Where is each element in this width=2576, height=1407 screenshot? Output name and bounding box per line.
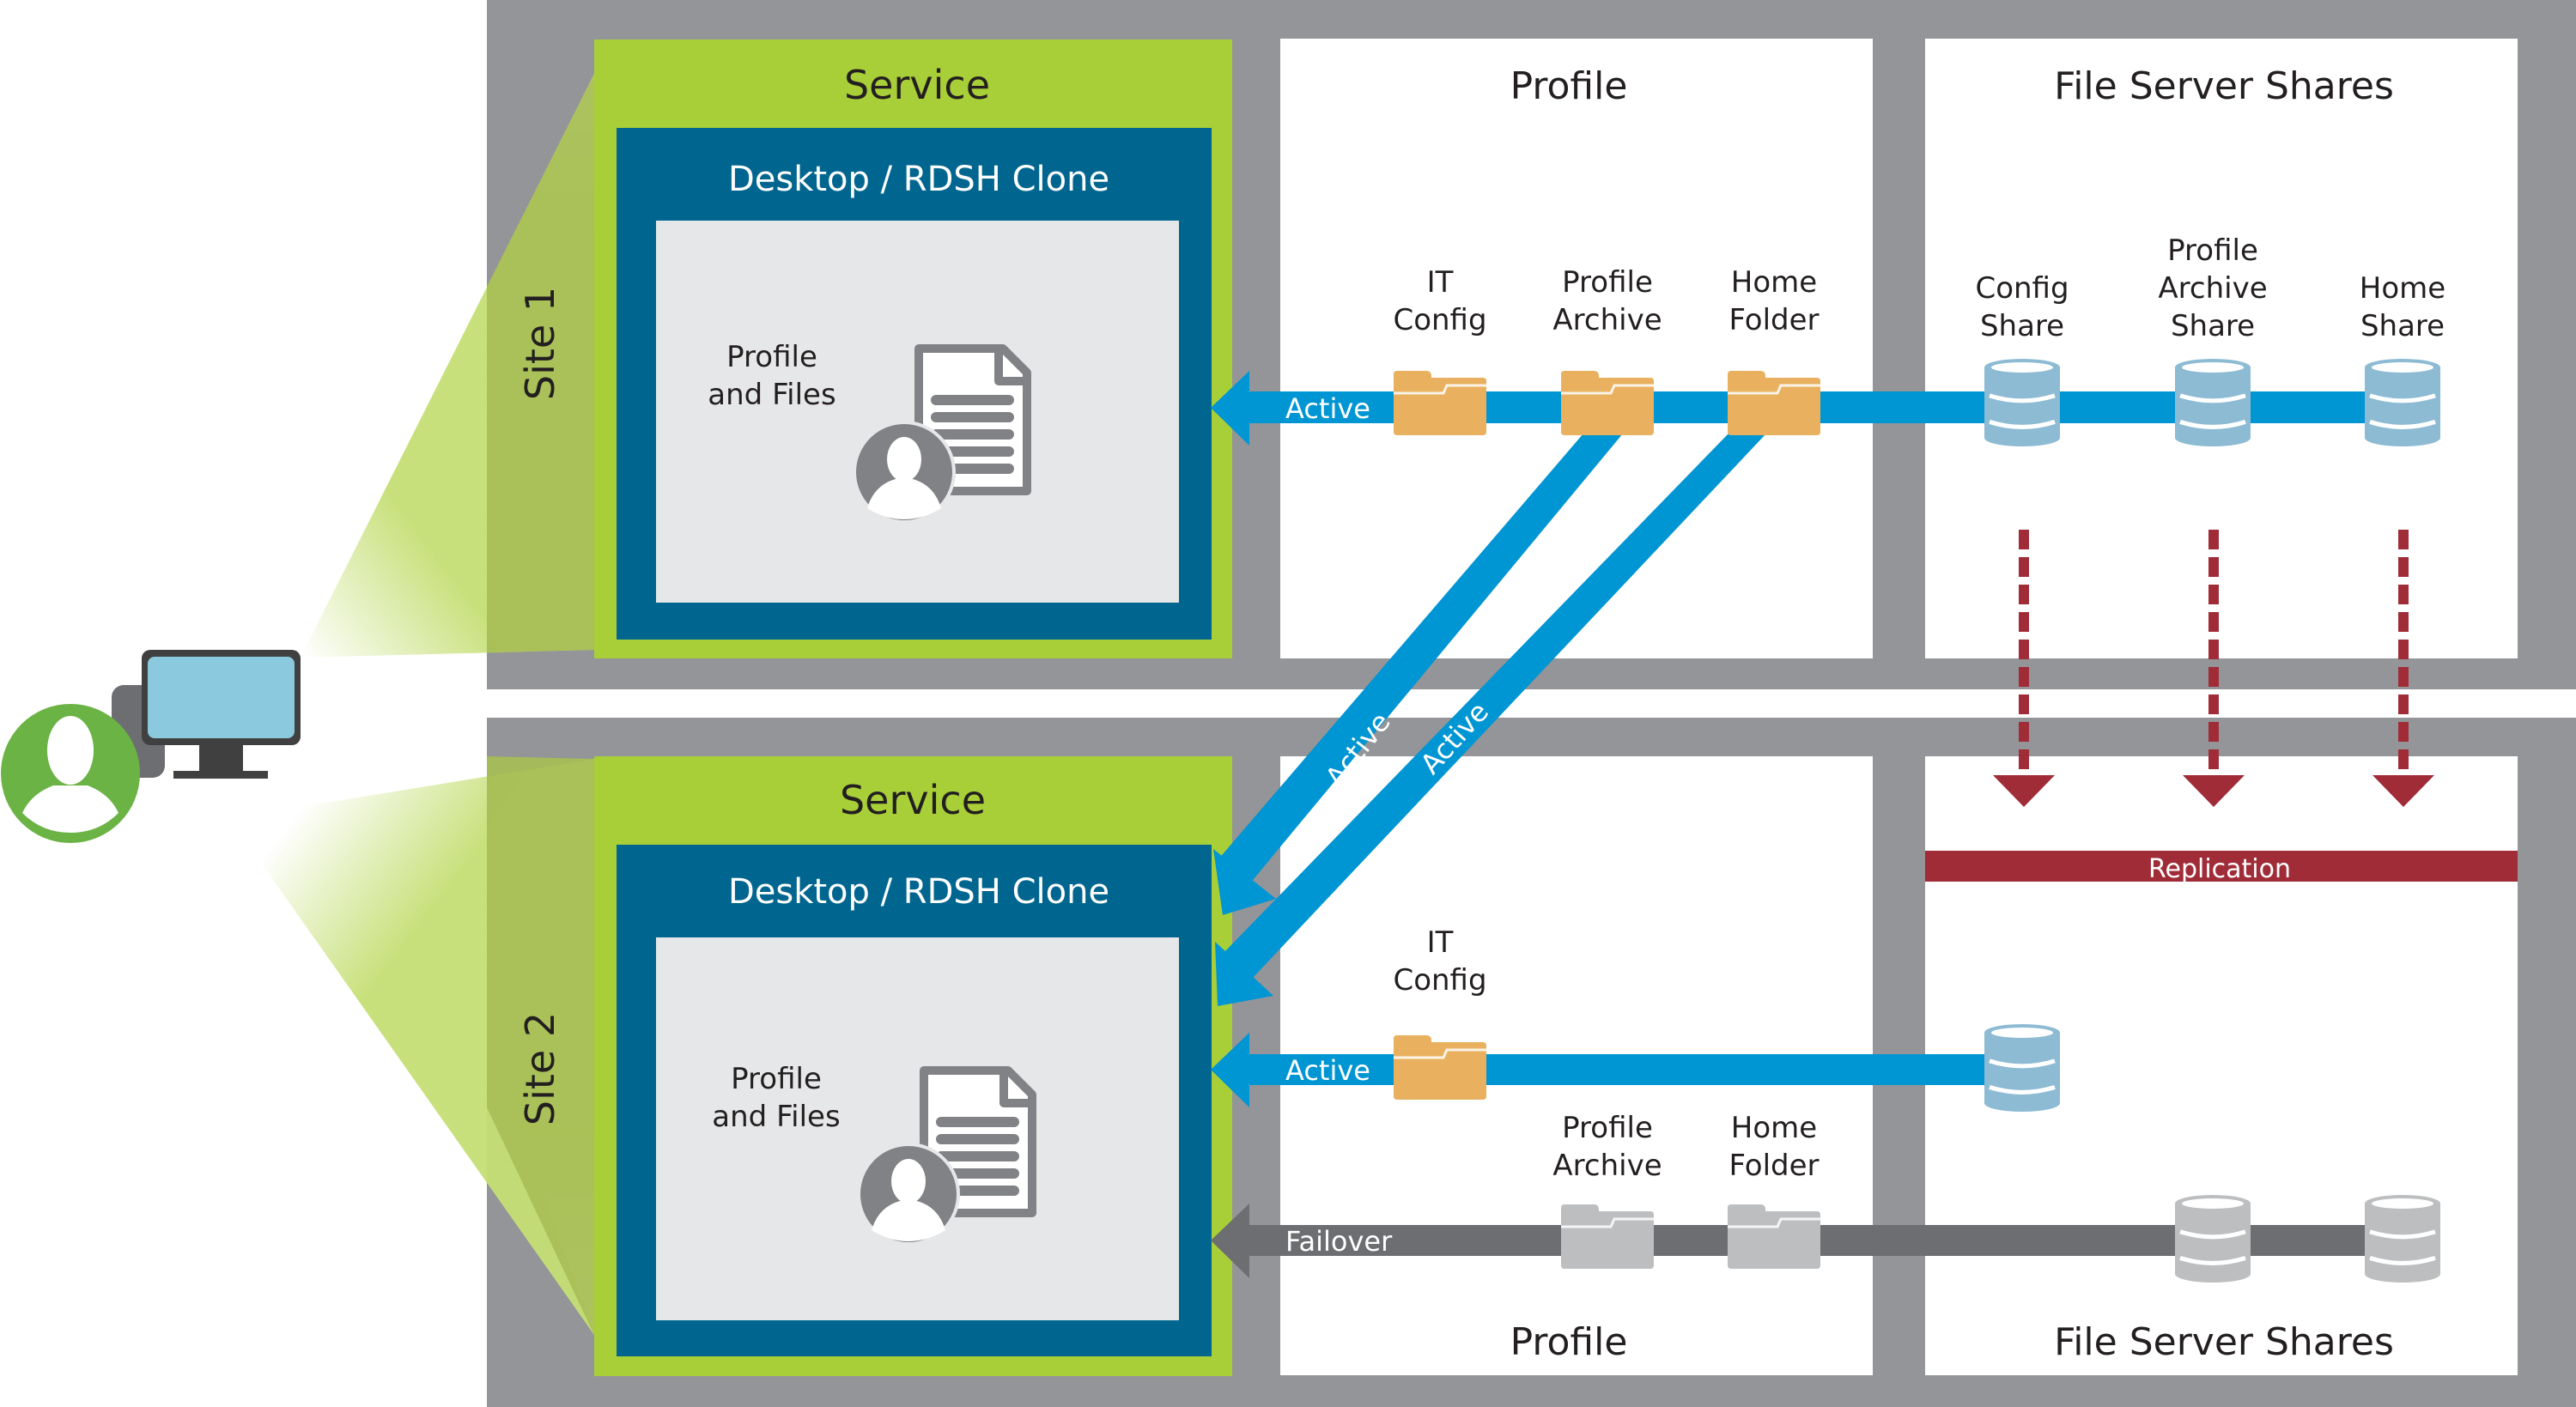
site-2-label: Site 2 [517, 1012, 563, 1125]
site-1-profile-column [1280, 39, 1873, 658]
site-1-active-label: Active [1285, 392, 1370, 425]
site-2-shares-column-title: File Server Shares [2054, 1320, 2394, 1364]
cross-site-flow-archive-arrowhead [1213, 849, 1276, 915]
folder-icon [1561, 371, 1654, 435]
site-2-home-folder-label-1: Home [1731, 1111, 1817, 1145]
site-1-profile-column-title: Profile [1510, 64, 1628, 108]
site-2-clone-title: Desktop / RDSH Clone [728, 872, 1109, 912]
cross-site-flow-home-arrowhead [1215, 942, 1273, 1006]
folder-icon [1728, 371, 1820, 435]
icons-layer [1394, 359, 2440, 1283]
replication-bar [1925, 851, 2518, 882]
site-1-active-arrowhead [1211, 371, 1249, 446]
profile-user-icon [857, 1143, 960, 1246]
site-1-profile-files-label-2: and Files [708, 378, 835, 412]
client-device [1, 650, 301, 843]
site-2-profile-archive-label-2: Archive [1552, 1149, 1662, 1183]
file-share-icon [1984, 1024, 2060, 1112]
site-1-clone-title: Desktop / RDSH Clone [728, 160, 1109, 199]
site-1-it-config-label-2: Config [1393, 303, 1486, 337]
folder-icon [1394, 371, 1486, 435]
site-2-failover-label: Failover [1285, 1225, 1393, 1258]
site-2-clone-content [656, 937, 1179, 1320]
replication-arrow-home [2372, 530, 2434, 807]
folder-icon [1728, 1204, 1820, 1269]
site-1: Service Desktop / RDSH Clone Profile and… [594, 39, 2518, 658]
site-1-home-folder-label-2: Folder [1728, 303, 1819, 337]
replication-arrow-archive [2183, 530, 2245, 807]
site-1-shares-column-title: File Server Shares [2054, 64, 2394, 108]
folder-icon [1394, 1035, 1486, 1100]
site-2-active-flow: Active [1211, 1033, 2014, 1107]
site-2-profile-files-label-2: and Files [712, 1100, 840, 1134]
monitor-icon [142, 650, 301, 779]
site-1-archive-share-label-3: Share [2171, 309, 2255, 343]
site-2-failover-arrowhead [1211, 1204, 1249, 1278]
site-2-beam-on-panel [487, 756, 594, 1335]
site-1-label: Site 1 [517, 287, 563, 400]
replication-label: Replication [2148, 854, 2291, 884]
site-2-active-label: Active [1285, 1054, 1370, 1087]
site-1-home-share-label-2: Share [2360, 309, 2445, 343]
site-1-archive-share-label-1: Profile [2167, 233, 2258, 268]
site-2-it-config-label-1: IT [1427, 925, 1454, 960]
file-share-icon [2175, 359, 2251, 446]
replication-arrows [1993, 530, 2434, 807]
file-share-icon [2175, 1195, 2251, 1283]
site-1-profile-files-label-1: Profile [726, 340, 817, 374]
cross-site-flow-archive-line [1218, 434, 1623, 884]
folder-icon [1561, 1204, 1654, 1269]
site-2-home-folder-label-2: Folder [1728, 1149, 1819, 1183]
file-share-icon [2365, 359, 2440, 446]
profile-user-icon [853, 421, 956, 524]
site-2-it-config-label-2: Config [1393, 963, 1486, 998]
user-icon [1, 704, 140, 843]
file-share-icon [1984, 359, 2060, 446]
site-1-config-share-label-2: Share [1980, 309, 2064, 343]
site-1-profile-archive-label-1: Profile [1562, 265, 1653, 300]
site-1-shares-column [1925, 39, 2518, 658]
file-share-icon [2365, 1195, 2440, 1283]
site-1-config-share-label-1: Config [1975, 271, 2069, 306]
site-1-service-title: Service [844, 62, 990, 108]
site-2-profile-files-label-1: Profile [731, 1062, 822, 1096]
site-2-service-title: Service [840, 777, 986, 823]
site-2-active-line [1245, 1054, 2014, 1085]
site-1-home-share-label-1: Home [2360, 271, 2445, 306]
site-2-active-arrowhead [1211, 1033, 1249, 1107]
cross-site-flow-home-line [1224, 434, 1766, 979]
site-1-profile-archive-label-2: Archive [1552, 303, 1662, 337]
site-1-it-config-label-1: IT [1427, 265, 1454, 300]
site-2-profile-column-title: Profile [1510, 1320, 1628, 1364]
replication-arrow-config [1993, 530, 2055, 807]
site-1-archive-share-label-2: Archive [2158, 271, 2267, 306]
site-1-beam-on-panel [487, 74, 594, 652]
site-2-profile-archive-label-1: Profile [1562, 1111, 1653, 1145]
site-1-home-folder-label-1: Home [1731, 265, 1817, 300]
